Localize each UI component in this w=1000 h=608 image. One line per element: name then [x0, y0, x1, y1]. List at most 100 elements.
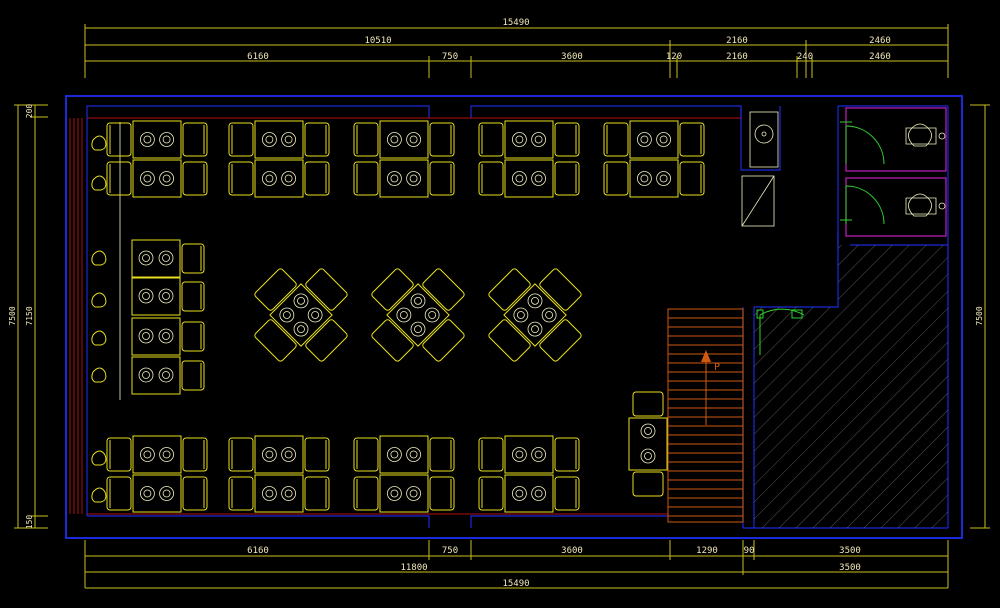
staircase: P [667, 308, 744, 523]
place-setting [261, 486, 277, 501]
place-setting [386, 486, 402, 501]
chair [422, 268, 465, 311]
stair-side-table [628, 391, 668, 497]
place-setting [527, 293, 543, 309]
dim-top-row3-1: 6160 [247, 52, 269, 62]
chair [478, 122, 504, 157]
place-setting [159, 132, 175, 147]
chair [488, 319, 531, 362]
chair [106, 476, 132, 511]
dim-top-row3-2: 750 [442, 52, 458, 62]
dim-top-row3-5: 2160 [726, 52, 748, 62]
place-setting [406, 447, 422, 462]
place-setting [159, 486, 175, 501]
place-setting [513, 307, 529, 323]
bar-stool [91, 250, 107, 266]
place-setting [637, 171, 652, 186]
place-setting [293, 293, 309, 309]
place-setting [531, 447, 546, 462]
chair [304, 122, 330, 157]
place-setting [512, 486, 527, 501]
dim-bottom-row2-2: 3500 [839, 563, 861, 573]
chair [106, 437, 132, 472]
place-setting [406, 486, 422, 501]
place-setting [158, 328, 174, 344]
chair [353, 476, 379, 511]
chair [228, 437, 254, 472]
place-setting [512, 447, 527, 462]
dimensions-left: 7500 200 7150 150 [8, 104, 48, 530]
dining-table-2 [228, 474, 330, 513]
side-table [131, 356, 205, 395]
chair [182, 161, 208, 196]
place-setting [159, 171, 175, 186]
dim-bottom-row1-5: 90 [744, 546, 755, 556]
bar-stool [91, 487, 107, 503]
dim-left-total: 7500 [8, 306, 17, 325]
restroom [741, 107, 947, 355]
place-setting [410, 321, 426, 337]
chair [181, 321, 205, 352]
place-setting [158, 288, 174, 304]
bar-stool [91, 175, 107, 191]
dim-left-part-2: 7150 [25, 306, 34, 325]
chair [182, 122, 208, 157]
place-setting [281, 132, 297, 147]
chair [539, 268, 582, 311]
dining-table-2 [228, 159, 330, 198]
dining-table-2 [353, 435, 455, 474]
place-setting [138, 288, 154, 304]
chair [603, 161, 629, 196]
chair [478, 161, 504, 196]
place-setting [261, 132, 277, 147]
diamond-table [371, 268, 465, 362]
chair [181, 243, 205, 274]
place-setting [307, 307, 323, 323]
dim-top-row3-4: 120 [666, 52, 682, 62]
dim-bottom-row1-3: 3600 [561, 546, 583, 556]
dim-top-row3-7: 2460 [869, 52, 891, 62]
dim-bottom-row1-4: 1290 [696, 546, 718, 556]
chair [182, 476, 208, 511]
bar-stool [91, 367, 107, 383]
dining-table-2 [353, 474, 455, 513]
chair [488, 268, 531, 311]
dim-bottom-row1-1: 6160 [247, 546, 269, 556]
chair [554, 476, 580, 511]
place-setting [138, 328, 154, 344]
chair [254, 268, 297, 311]
place-setting [159, 447, 175, 462]
dimensions-right: 7500 [970, 104, 990, 529]
place-setting [281, 171, 297, 186]
place-setting [139, 447, 155, 462]
dining-table-2 [106, 120, 208, 159]
dim-left-part-3: 150 [25, 515, 34, 530]
dim-left-part-1: 200 [25, 104, 34, 119]
place-setting [531, 132, 546, 147]
place-setting [138, 250, 154, 266]
dining-table-2 [228, 120, 330, 159]
chair [371, 268, 414, 311]
place-setting [406, 171, 422, 186]
bar-stool [91, 450, 107, 466]
chair [679, 122, 705, 157]
place-setting [261, 171, 277, 186]
dining-table-2 [228, 435, 330, 474]
chair [304, 476, 330, 511]
place-setting [158, 250, 174, 266]
chair [254, 319, 297, 362]
place-setting [139, 486, 155, 501]
place-setting [527, 321, 543, 337]
chair [371, 319, 414, 362]
place-setting [406, 132, 422, 147]
chair [632, 471, 664, 497]
dim-top-row2-3: 2460 [869, 36, 891, 46]
place-setting [261, 447, 277, 462]
dining-table-2 [603, 120, 705, 159]
side-table [131, 239, 205, 278]
place-setting [279, 307, 295, 323]
dining-table-2 [106, 159, 208, 198]
bar-stool [91, 292, 107, 308]
chair [305, 319, 348, 362]
dim-right-total: 7500 [975, 306, 984, 325]
